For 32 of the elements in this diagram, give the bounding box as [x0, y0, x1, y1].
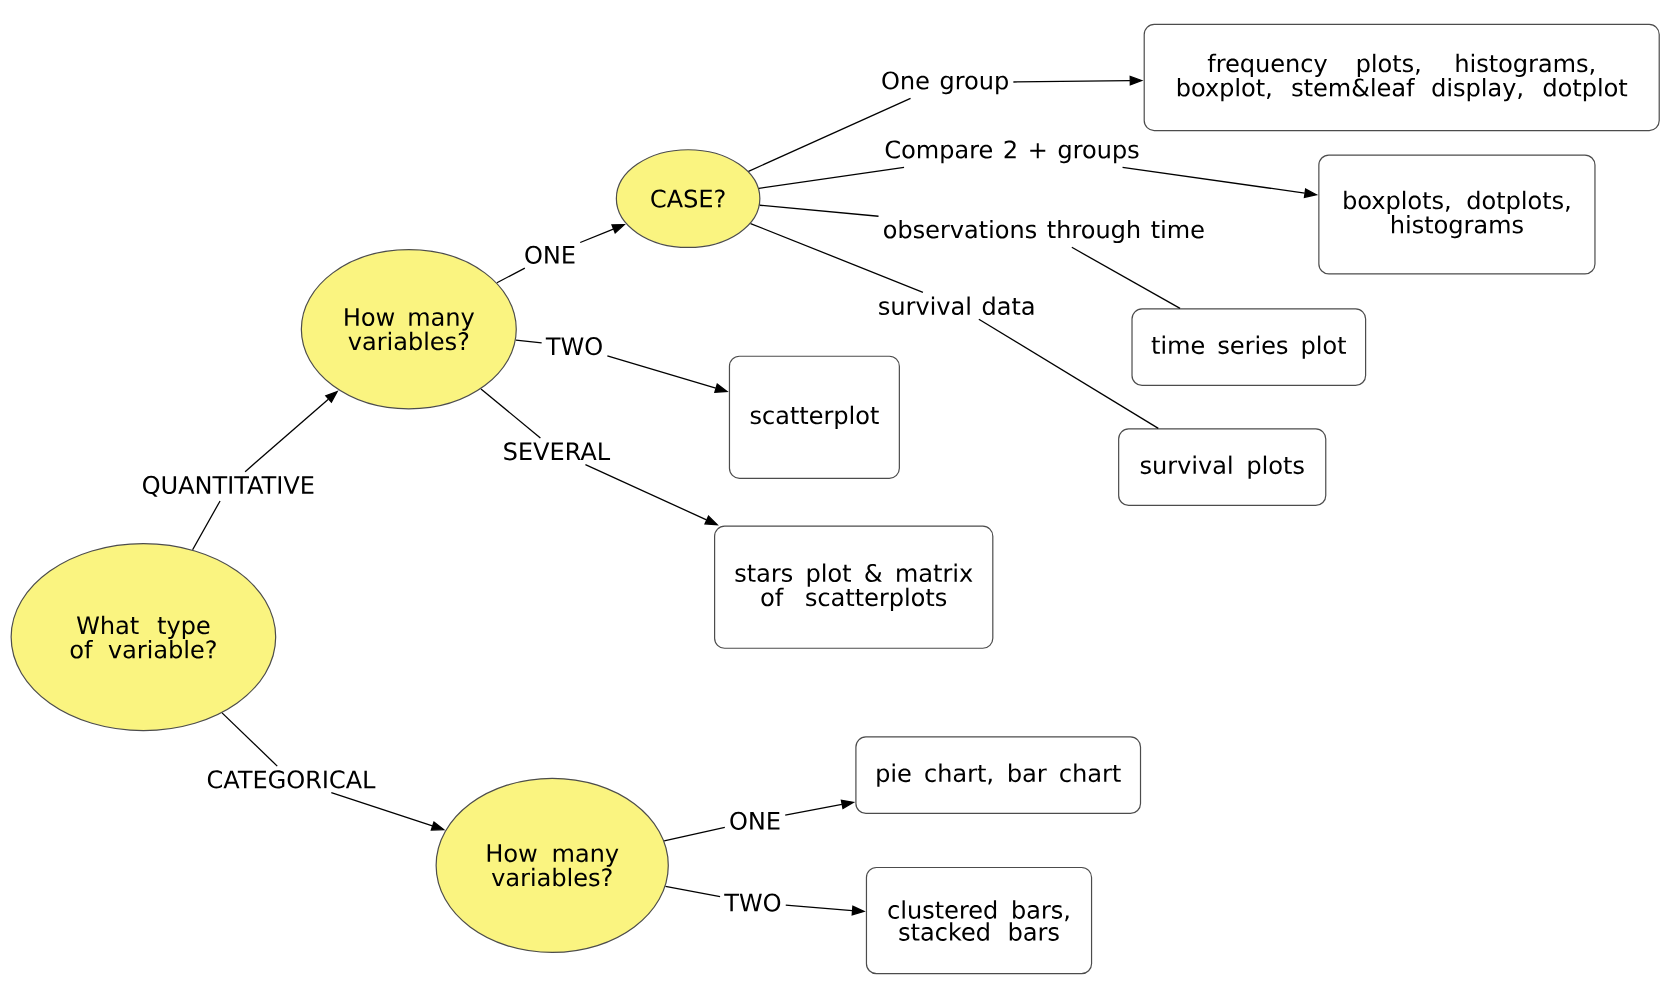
connector	[515, 339, 543, 344]
connector	[663, 826, 726, 842]
link-phrase: TWO	[724, 893, 781, 912]
link-phrase: TWO	[545, 337, 602, 356]
connector	[496, 267, 526, 284]
connector	[758, 166, 905, 189]
result-box: stars plot & matrix of scatterplots	[714, 525, 994, 649]
result-box: time series plot	[1131, 308, 1367, 387]
connector	[1071, 246, 1181, 309]
result-box: scatterplot	[728, 355, 900, 479]
connector	[191, 500, 221, 551]
result-box: clustered bars, stacked bars	[865, 866, 1093, 975]
link-phrase: QUANTITATIVE	[143, 475, 314, 497]
result-box: pie chart, bar chart	[855, 736, 1142, 815]
result-box: survival plots	[1118, 428, 1327, 507]
link-phrase: ONE	[525, 245, 575, 264]
result-box: boxplots, dotplots, histograms	[1318, 154, 1596, 275]
connector	[664, 885, 721, 898]
link-phrase: SEVERAL	[504, 442, 611, 461]
connector	[749, 222, 924, 293]
connector	[747, 97, 912, 173]
connector	[221, 712, 278, 767]
link-phrase: observations through time	[884, 219, 1204, 244]
result-box: frequency plots, histograms, boxplot, stem&leaf display, dotplot	[1143, 23, 1660, 132]
link-phrase: Compare 2 + groups	[885, 140, 1139, 164]
link-phrase: ONE	[730, 811, 780, 830]
link-phrase: CATEGORICAL	[207, 770, 376, 789]
connector	[480, 388, 542, 439]
connector	[978, 318, 1159, 429]
connector	[759, 204, 880, 217]
link-phrase: survival data	[879, 296, 1034, 316]
link-phrase: One group	[882, 71, 1008, 95]
